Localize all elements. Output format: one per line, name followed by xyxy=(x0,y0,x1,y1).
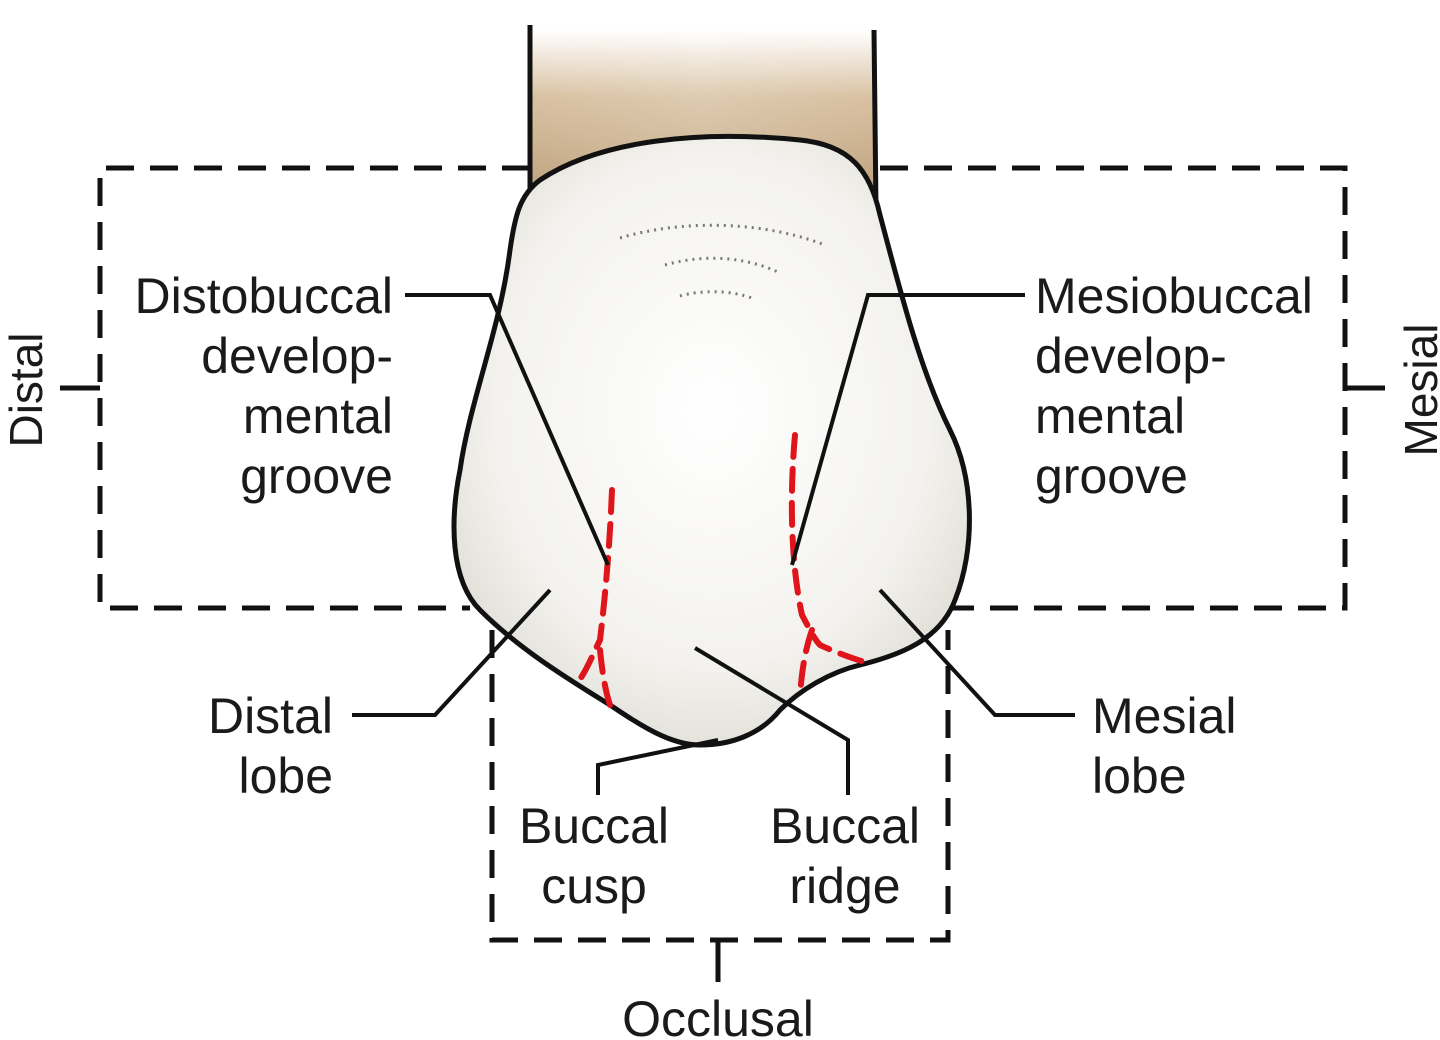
mesiobuccal-line-1: Mesiobuccal xyxy=(1035,268,1313,324)
buccal-ridge-line-2: ridge xyxy=(789,858,900,914)
mesiobuccal-groove-branch xyxy=(797,627,815,698)
mesiobuccal-groove-label: Mesiobuccal develop- mental groove xyxy=(1035,268,1313,504)
leader-buccal-ridge xyxy=(693,646,850,795)
distobuccal-line-4: groove xyxy=(240,448,393,504)
leader-mesial-lobe xyxy=(878,588,1075,717)
distobuccal-groove-branch xyxy=(597,647,613,708)
buccal-ridge-line-1: Buccal xyxy=(770,798,920,854)
distobuccal-line-2: develop- xyxy=(201,328,393,384)
distal-lobe-line-1: Distal xyxy=(208,688,333,744)
leader-mesiobuccal xyxy=(790,293,1025,566)
mesiobuccal-line-4: groove xyxy=(1035,448,1188,504)
mesial-bracket xyxy=(880,165,1385,611)
distal-lobe-line-2: lobe xyxy=(238,748,333,804)
distobuccal-line-3: mental xyxy=(243,388,393,444)
leader-buccal-cusp xyxy=(596,738,719,795)
buccal-ridge-label: Buccal ridge xyxy=(770,798,920,914)
mesiobuccal-line-3: mental xyxy=(1035,388,1185,444)
leader-distobuccal xyxy=(405,293,610,566)
leader-distal-lobe xyxy=(352,588,552,717)
mesial-side-label: Mesial xyxy=(1395,324,1440,457)
mesiobuccal-line-2: develop- xyxy=(1035,328,1227,384)
buccal-cusp-line-2: cusp xyxy=(541,858,647,914)
distobuccal-line-1: Distobuccal xyxy=(135,268,393,324)
occlusal-label: Occlusal xyxy=(622,991,814,1040)
distobuccal-groove-label: Distobuccal develop- mental groove xyxy=(135,268,393,504)
distobuccal-groove-line xyxy=(572,487,615,688)
buccal-cusp-line-1: Buccal xyxy=(519,798,669,854)
groove-lines xyxy=(572,432,868,708)
crown-stipple xyxy=(619,223,826,300)
mesiobuccal-groove-line xyxy=(788,432,868,665)
mesial-lobe-line-2: lobe xyxy=(1092,748,1187,804)
mesial-lobe-line-1: Mesial xyxy=(1092,688,1236,744)
occlusal-bracket xyxy=(489,630,951,982)
buccal-cusp-label: Buccal cusp xyxy=(519,798,669,914)
tooth-crown xyxy=(451,133,972,748)
leader-lines xyxy=(352,293,1075,795)
distal-lobe-label: Distal lobe xyxy=(208,688,333,804)
distal-bracket xyxy=(60,165,530,611)
distal-side-label: Distal xyxy=(0,332,52,447)
mesial-lobe-label: Mesial lobe xyxy=(1092,688,1236,804)
